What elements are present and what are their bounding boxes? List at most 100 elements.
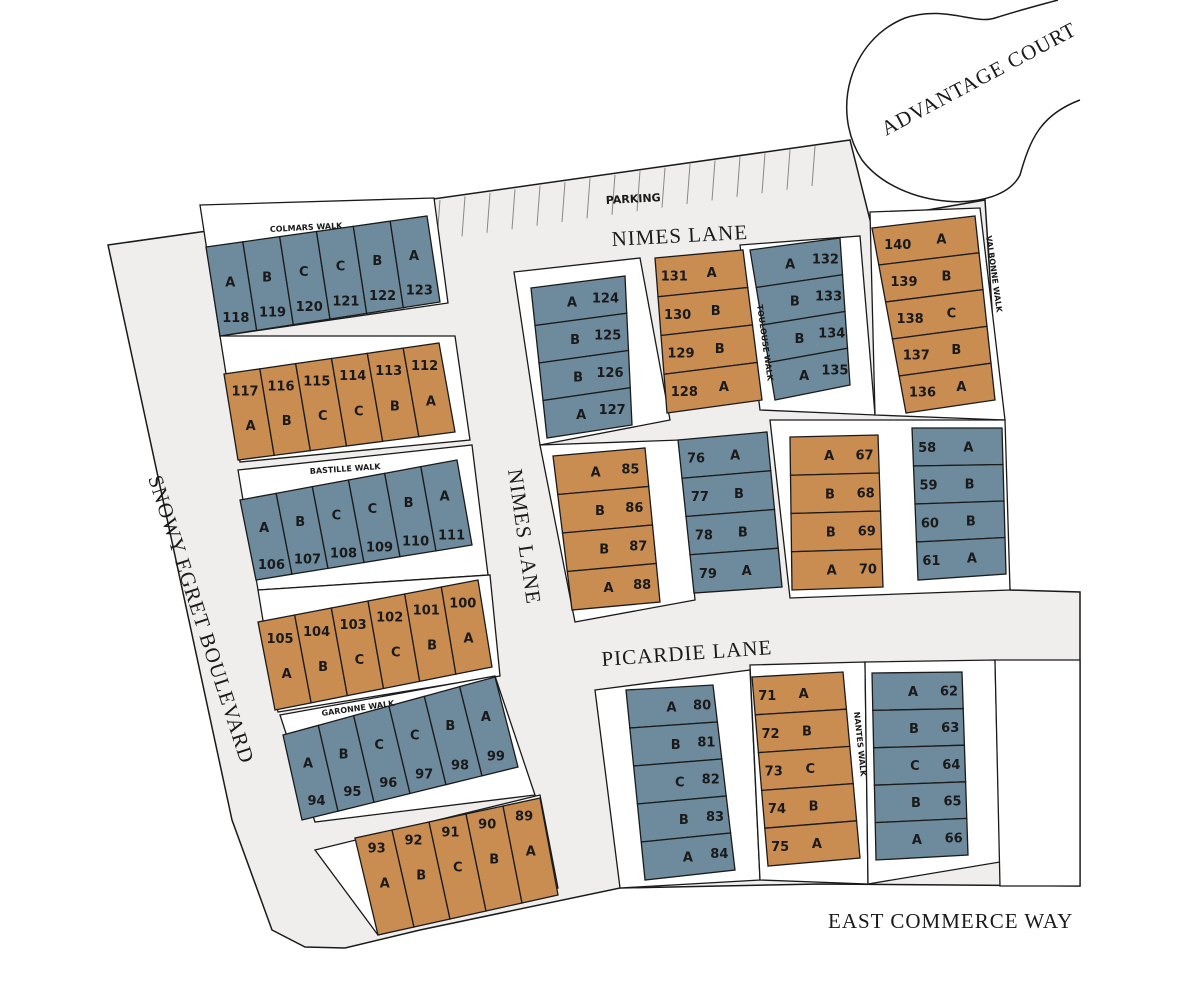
lot-number: 126: [596, 366, 623, 381]
lot-type: A: [799, 369, 809, 384]
lot-number: 81: [697, 735, 715, 750]
parking-stall-line: [486, 192, 491, 233]
lot-type: B: [734, 487, 744, 502]
lot-number: 106: [258, 558, 285, 573]
lot-84[interactable]: [640, 832, 736, 881]
lot-135[interactable]: [768, 347, 851, 401]
lot-number: 121: [332, 294, 359, 309]
lot-type: C: [806, 762, 816, 777]
lot-70[interactable]: [790, 548, 884, 591]
lot-type: A: [956, 380, 966, 395]
lot-type: B: [679, 813, 689, 828]
lot-75[interactable]: [764, 820, 861, 867]
lot-type: B: [339, 747, 349, 762]
lot-type: B: [941, 270, 951, 285]
lot-79[interactable]: [689, 547, 783, 594]
lot-type: B: [390, 399, 400, 414]
parking-stall-line: [511, 189, 516, 230]
lot-number: 65: [943, 795, 961, 810]
lot-type: A: [576, 408, 586, 423]
lot-number: 129: [667, 347, 694, 362]
lot-type: A: [683, 850, 693, 865]
lot-type: B: [318, 660, 328, 675]
parking-stall-line: [611, 174, 616, 215]
lot-112[interactable]: [402, 342, 456, 438]
parking-stall-line: [661, 167, 666, 208]
lot-number: 83: [706, 810, 724, 825]
lot-type: A: [567, 296, 577, 311]
lot-number: 97: [415, 767, 433, 782]
lot-111[interactable]: [420, 459, 473, 552]
lot-number: 110: [402, 534, 429, 549]
lot-type: A: [936, 233, 946, 248]
lot-type: A: [824, 449, 834, 464]
lot-99[interactable]: [458, 676, 519, 777]
lot-type: A: [785, 258, 795, 273]
lot-type: A: [440, 489, 450, 504]
lot-number: 74: [768, 802, 786, 817]
lot-type: A: [409, 249, 419, 264]
lot-number: 103: [340, 618, 367, 633]
lot-type: B: [489, 853, 499, 868]
parking-stall-line: [586, 178, 591, 219]
lot-number: 91: [441, 826, 459, 841]
lot-100[interactable]: [440, 579, 493, 675]
parking-stall-line: [761, 153, 766, 194]
lot-number: 66: [945, 831, 963, 846]
lot-type: B: [826, 525, 836, 540]
lot-66[interactable]: [874, 817, 969, 861]
lot-type: B: [573, 370, 583, 385]
lot-type: C: [354, 404, 364, 419]
lot-number: 99: [487, 749, 505, 764]
lot-number: 87: [629, 540, 647, 555]
lot-number: 137: [903, 349, 930, 364]
lot-88[interactable]: [566, 562, 661, 611]
lot-number: 123: [406, 283, 433, 298]
lot-number: 104: [303, 625, 330, 640]
lot-type: A: [604, 581, 614, 596]
lot-number: 116: [267, 379, 294, 394]
lot-type: B: [809, 799, 819, 814]
lot-number: 92: [404, 834, 422, 849]
lot-number: 134: [818, 326, 845, 341]
lot-127[interactable]: [542, 387, 633, 439]
lot-number: 63: [941, 721, 959, 736]
lot-type: B: [738, 525, 748, 540]
lot-number: 135: [821, 363, 848, 378]
lot-type: B: [966, 515, 976, 530]
lot-number: 131: [661, 270, 688, 285]
lot-type: A: [812, 837, 822, 852]
lot-number: 102: [376, 611, 403, 626]
lot-type: B: [795, 332, 805, 347]
lot-61[interactable]: [915, 536, 1007, 581]
parking-stall-line: [711, 160, 716, 201]
lot-type: C: [391, 646, 401, 661]
cul-de-sac: [846, 0, 1081, 203]
parking-stall-line: [736, 156, 741, 197]
lot-89[interactable]: [502, 797, 559, 904]
lot-type: A: [259, 521, 269, 536]
lot-number: 105: [266, 632, 293, 647]
lot-type: A: [742, 564, 752, 579]
lot-number: 59: [919, 479, 937, 494]
lot-type: A: [426, 395, 436, 410]
lot-number: 140: [884, 238, 911, 253]
lot-type: B: [416, 869, 426, 884]
lot-number: 64: [942, 758, 960, 773]
lot-136[interactable]: [898, 362, 996, 414]
lot-128[interactable]: [663, 361, 763, 414]
lot-123[interactable]: [389, 215, 441, 309]
lot-number: 133: [815, 289, 842, 304]
lot-type: B: [911, 796, 921, 811]
lot-type: B: [671, 738, 681, 753]
lot-number: 69: [858, 524, 876, 539]
lot-number: 109: [366, 540, 393, 555]
lot-number: 138: [897, 312, 924, 327]
